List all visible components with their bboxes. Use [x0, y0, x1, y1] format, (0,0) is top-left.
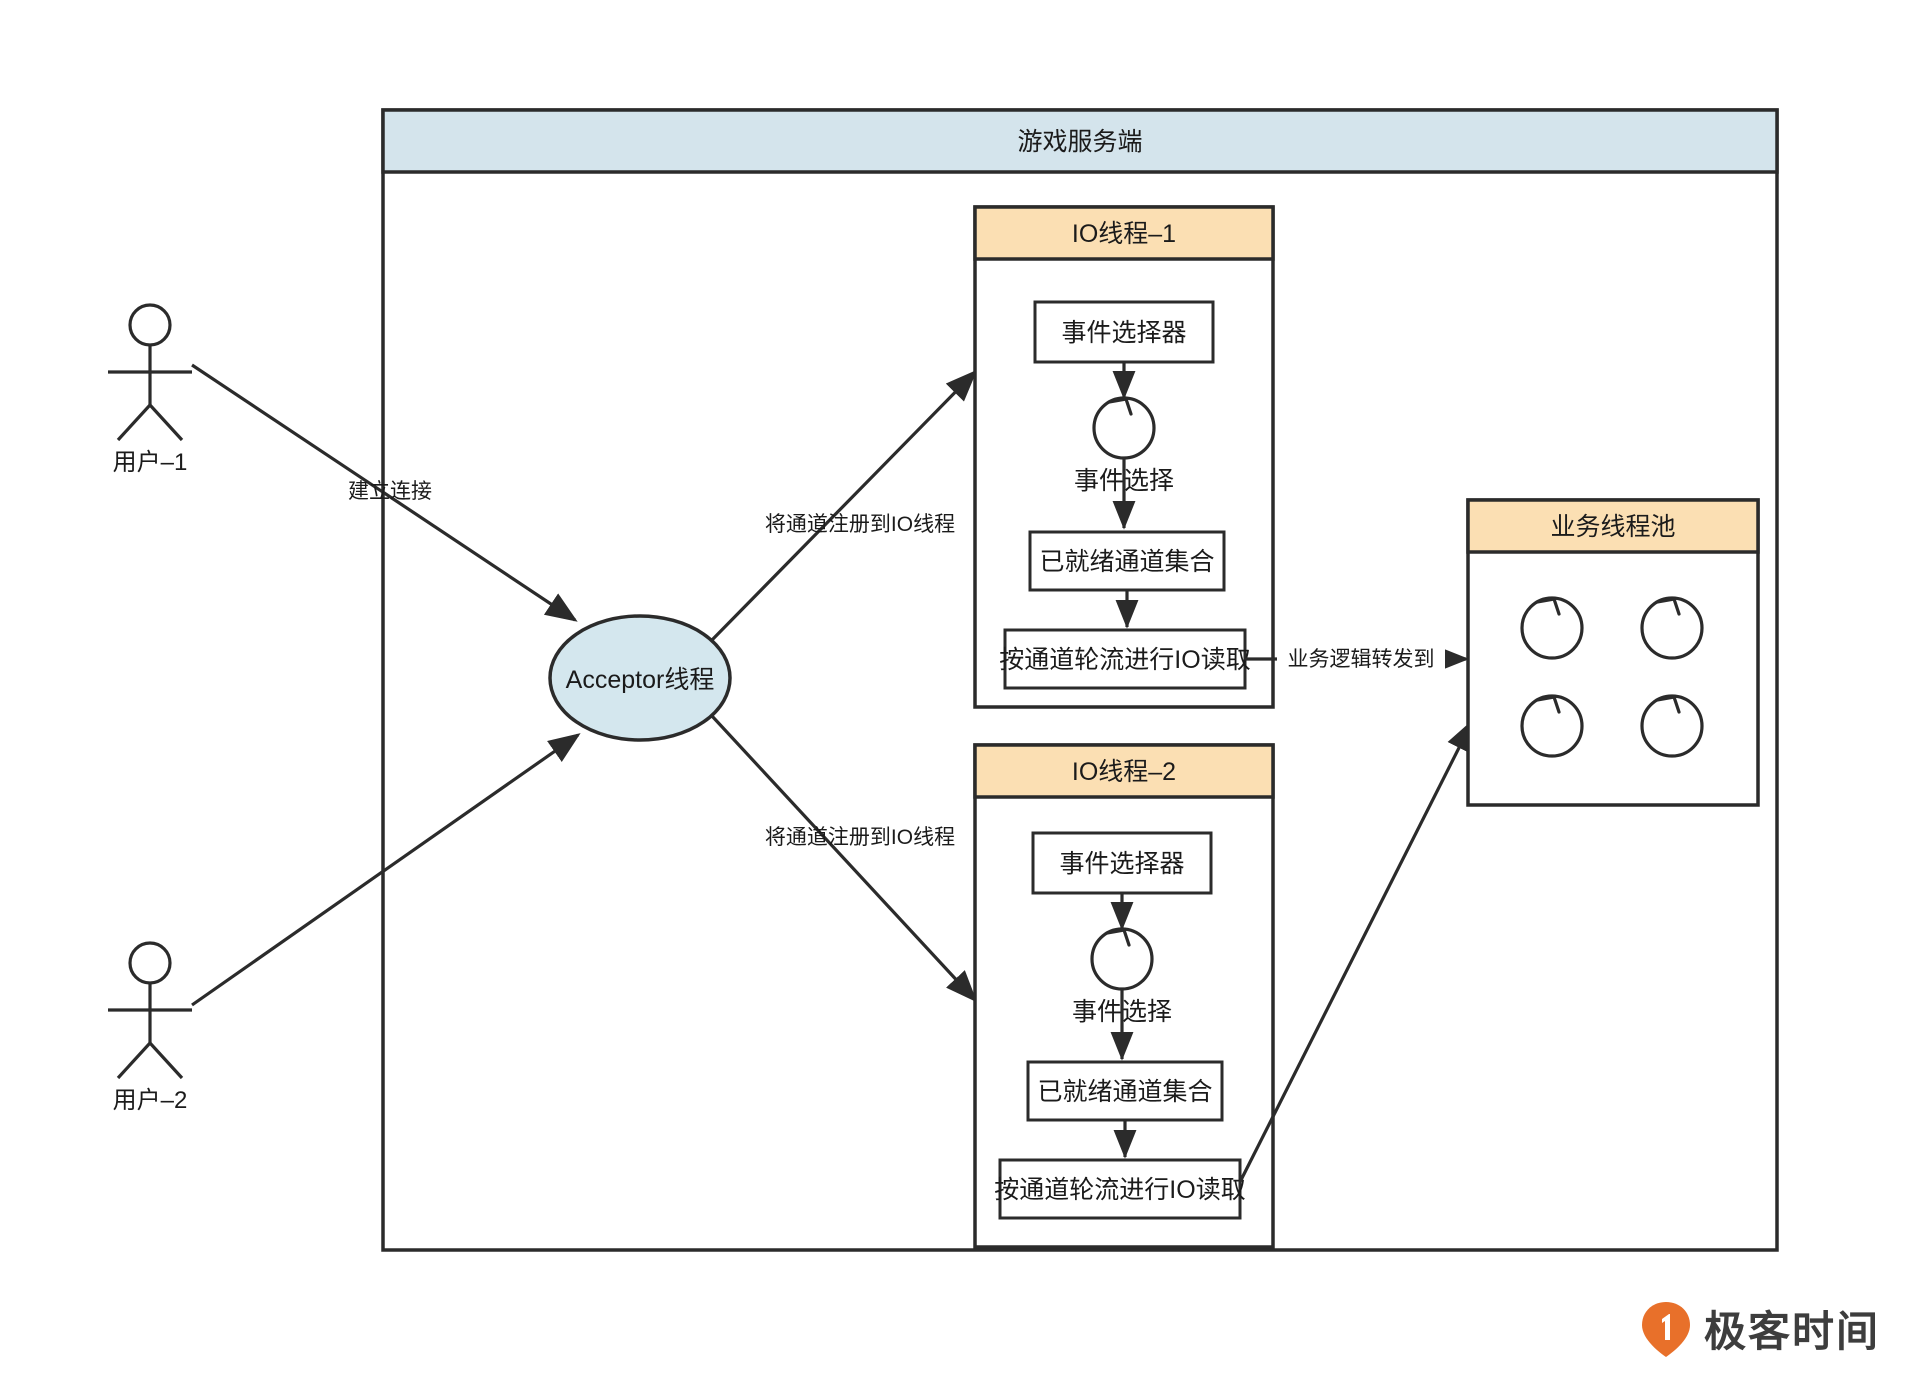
- io-thread-2-node-event-selector: 事件选择器: [1031, 831, 1213, 895]
- worker-thread-icon-2: [1640, 596, 1704, 660]
- actor-user-1: 用户–1: [108, 303, 192, 476]
- acceptor-thread-node: Acceptor线程: [548, 614, 732, 742]
- io-thread-1-node-event-selector-label: 事件选择器: [1061, 319, 1186, 347]
- io-thread-1-node-ready-channels-label: 已就绪通道集合: [1039, 548, 1214, 576]
- io-thread-1-header: IO线程–1: [1072, 220, 1176, 248]
- worker-thread-icon-1: [1520, 596, 1584, 660]
- worker-thread-icon-4: [1640, 694, 1704, 758]
- edge-io1-pool: 业务逻辑转发到: [1245, 640, 1470, 676]
- io-thread-2-node-io-read: 按通道轮流进行IO读取: [994, 1158, 1246, 1220]
- actor-user-1-label: 用户–1: [113, 449, 188, 476]
- actor-user-2: 用户–2: [108, 941, 192, 1114]
- brand-watermark: 极客时间: [1640, 1298, 1880, 1359]
- edge-acceptor-io2: 将通道注册到IO线程: [710, 714, 978, 1003]
- io-thread-1-node-io-read-label: 按通道轮流进行IO读取: [999, 646, 1250, 674]
- geektime-pin-icon: [1640, 1300, 1692, 1358]
- worker-thread-icon-3: [1520, 694, 1584, 758]
- edge-io1-pool-label: 业务逻辑转发到: [1288, 648, 1435, 671]
- actor-user-2-label: 用户–2: [113, 1087, 188, 1114]
- edge-acceptor-io1: 将通道注册到IO线程: [710, 369, 978, 642]
- edge-user1-acceptor-label: 建立连接: [348, 480, 432, 503]
- io-thread-1-loop-icon: [1092, 396, 1156, 460]
- edge-io2-pool: [1238, 719, 1474, 1183]
- io-thread-2-node-ready-channels-label: 已就绪通道集合: [1037, 1078, 1212, 1106]
- io-thread-1-node-event-selector: 事件选择器: [1033, 300, 1215, 364]
- game-server-title: 游戏服务端: [1017, 128, 1142, 156]
- io-thread-1-node-ready-channels: 已就绪通道集合: [1028, 530, 1226, 592]
- business-thread-pool-container: 业务线程池: [1466, 498, 1760, 807]
- io-thread-1-node-io-read: 按通道轮流进行IO读取: [999, 628, 1251, 690]
- io-thread-2-node-event-selector-label: 事件选择器: [1059, 850, 1184, 878]
- io-thread-2-header: IO线程–2: [1072, 758, 1176, 786]
- brand-name: 极客时间: [1703, 1308, 1880, 1355]
- io-thread-2-container: IO线程–2 事件选择器 事件选择 已就绪通道集合 按通道轮流进行IO读取: [973, 743, 1275, 1249]
- edge-acceptor-io2-label: 将通道注册到IO线程: [765, 826, 955, 849]
- io-thread-2-node-ready-channels: 已就绪通道集合: [1026, 1060, 1224, 1122]
- edge-user1-acceptor: 建立连接: [191, 363, 578, 622]
- io-thread-2-loop-icon: [1090, 927, 1154, 991]
- io-thread-2-node-io-read-label: 按通道轮流进行IO读取: [994, 1176, 1245, 1204]
- business-thread-pool-header: 业务线程池: [1550, 513, 1675, 541]
- edge-acceptor-io1-label: 将通道注册到IO线程: [765, 513, 955, 536]
- io-thread-1-container: IO线程–1 事件选择器 事件选择 已就绪通道集合: [973, 205, 1275, 709]
- acceptor-thread-label: Acceptor线程: [566, 666, 715, 694]
- edge-user2-acceptor: [191, 733, 581, 1007]
